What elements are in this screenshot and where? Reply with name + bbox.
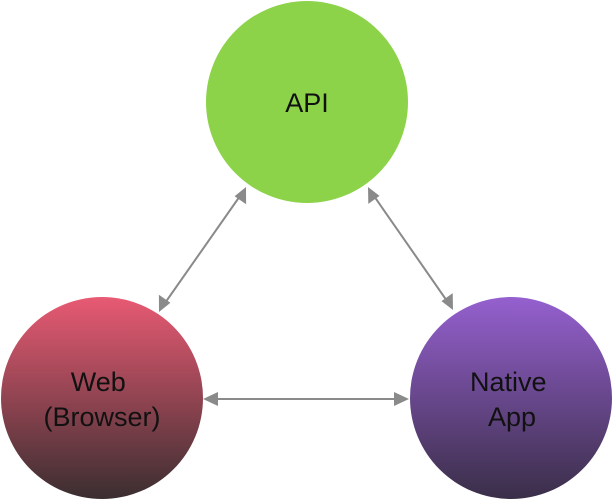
node-api-label: API <box>285 88 329 118</box>
node-native-label: Native App <box>470 367 554 432</box>
node-api: API <box>206 1 408 203</box>
edge-web-api <box>158 187 247 312</box>
node-web-circle <box>1 297 203 499</box>
edge-api-native <box>368 187 453 310</box>
edges-layer <box>158 187 453 406</box>
node-native: Native App <box>410 297 612 499</box>
arrowhead-native-end <box>394 392 409 406</box>
node-web-label: Web (Browser) <box>43 367 160 432</box>
arrowhead-web-end <box>158 294 171 312</box>
arrowhead-api-end <box>368 187 380 204</box>
node-web: Web (Browser) <box>1 297 203 499</box>
node-native-circle <box>410 297 612 499</box>
arrowhead-api-end <box>234 187 247 205</box>
edge-web-native <box>203 392 409 406</box>
arrowhead-web-end <box>203 392 218 406</box>
arrowhead-native-end <box>441 293 453 310</box>
node-api-circle <box>206 1 408 203</box>
